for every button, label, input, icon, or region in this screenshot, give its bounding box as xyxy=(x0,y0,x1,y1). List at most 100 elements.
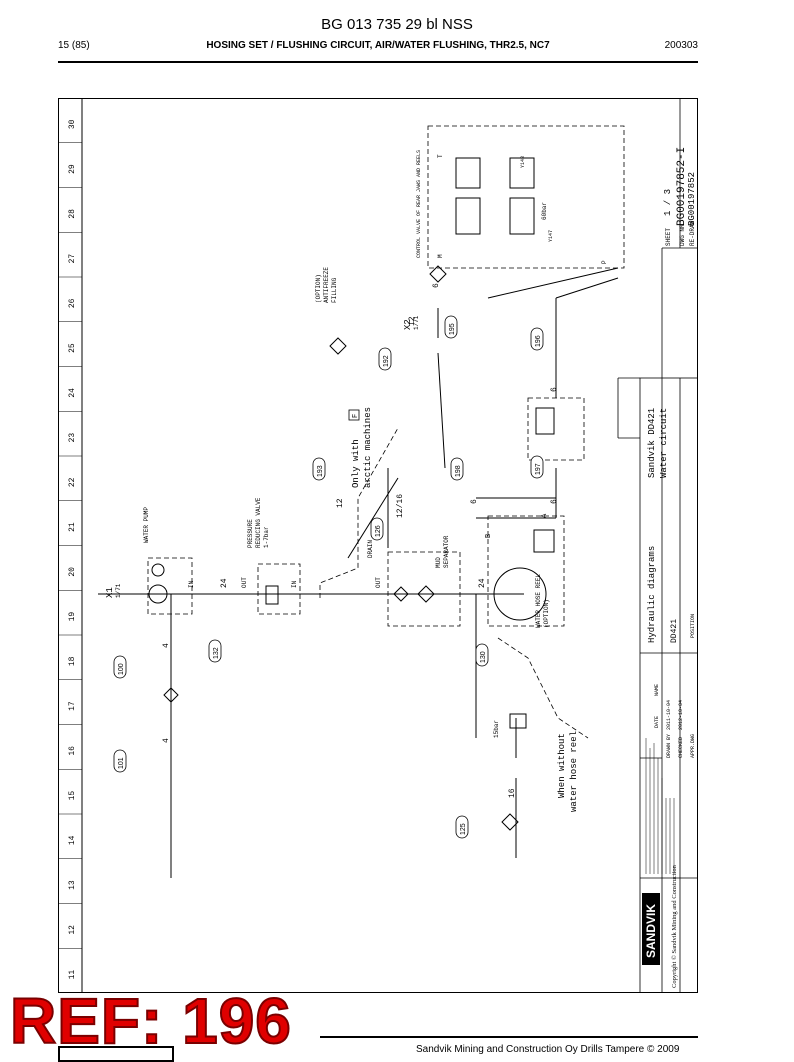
grid-column-label: 18 xyxy=(68,656,77,666)
tb-date-1: 2011-10-04 xyxy=(666,700,672,730)
tb-redraw-label: RE-DRAW xyxy=(689,220,696,246)
callout-label-130: 130 xyxy=(480,651,487,663)
prv-boundary xyxy=(257,563,301,615)
callout-label-197: 197 xyxy=(535,463,542,475)
tb-model: DD421 xyxy=(670,619,679,643)
callout-label-100: 100 xyxy=(118,663,125,675)
grid-column-label: 17 xyxy=(68,701,77,711)
mud-sep-boundary xyxy=(387,551,461,627)
callout-193 xyxy=(312,457,326,481)
label-15bar: 15bar xyxy=(493,720,500,738)
label-port-a: A xyxy=(541,513,549,518)
line-number-16: 16 xyxy=(508,788,517,798)
label-prv-1: PRESSURE xyxy=(247,519,254,548)
callout-label-196: 196 xyxy=(535,335,542,347)
label-in-1: IN xyxy=(188,580,195,588)
grid-column-label: 19 xyxy=(68,612,77,622)
callout-101 xyxy=(113,749,127,773)
line-number-6d: 6 xyxy=(432,283,441,288)
tb-sheet-label: SHEET xyxy=(665,228,672,246)
note-arctic-2: arctic machines xyxy=(363,407,373,488)
note-arctic-1: Only with xyxy=(351,439,361,488)
line-number-24b: 24 xyxy=(478,578,487,588)
callout-label-195: 195 xyxy=(449,323,456,335)
without-reel-boundary xyxy=(497,637,589,739)
grid-column-label: 26 xyxy=(68,298,77,308)
label-p-port: P xyxy=(601,260,608,264)
valve-block-1 xyxy=(455,157,481,189)
callout-label-132: 132 xyxy=(213,647,220,659)
label-y147: Y147 xyxy=(548,230,554,242)
line-number-12-16: 12/16 xyxy=(396,494,405,518)
antifreeze-1: (OPTION) xyxy=(315,274,322,303)
label-water-pump: WATER PUMP xyxy=(143,507,150,543)
line-number-4a: 4 xyxy=(162,643,171,648)
line-number-6b: 6 xyxy=(550,499,559,504)
prv-symbol xyxy=(265,585,279,605)
valve-block-2 xyxy=(509,157,535,189)
drawing-frame xyxy=(58,98,698,993)
grid-column-label: 30 xyxy=(68,119,77,129)
footer-logo xyxy=(58,1046,174,1062)
header-divider xyxy=(58,61,698,63)
label-x1-sub: 1/71 xyxy=(115,583,122,598)
tb-appr: APPR.DWG xyxy=(690,734,696,758)
relief-15bar xyxy=(509,713,527,729)
tb-sheet: 1 / 3 xyxy=(663,189,673,216)
title-block xyxy=(617,98,698,993)
label-x1: X1 xyxy=(105,587,115,598)
line-number-24a: 24 xyxy=(220,578,229,588)
callout-125 xyxy=(455,815,469,839)
dashed-boundaries xyxy=(147,125,625,739)
sandvik-logo: SANDVIK xyxy=(644,904,658,958)
label-prv-3: 1-7bar xyxy=(263,526,270,548)
antifreeze-2: ANTIFREEZE xyxy=(323,267,330,303)
callout-130 xyxy=(475,643,489,667)
label-60bar: 60bar xyxy=(541,202,548,220)
water-pump-symbol xyxy=(148,584,168,604)
label-y148: Y148 xyxy=(520,156,526,168)
line-number-12a: 12 xyxy=(336,498,345,508)
tb-position: POSITION xyxy=(690,614,696,638)
tb-notes xyxy=(645,738,675,874)
footer-text: Sandvik Mining and Construction Oy Drill… xyxy=(416,1044,680,1055)
label-x2-sub: 1/71 xyxy=(413,315,420,330)
grid-column-label: 11 xyxy=(68,970,77,980)
grid-column-label: 25 xyxy=(68,343,77,353)
copyright: Copyright © Sandvik Mining and Construct… xyxy=(671,864,678,988)
callout-197 xyxy=(530,455,544,479)
tb-date-2: 2012-10-04 xyxy=(678,700,684,730)
components xyxy=(148,157,555,831)
label-separator: SEPARATOR xyxy=(443,535,450,568)
sandvik-logo-box xyxy=(642,893,660,965)
page-number: 15 (85) xyxy=(58,40,90,51)
grid-column-label: 20 xyxy=(68,567,77,577)
y147-valve xyxy=(455,197,481,235)
tb-drawn: DRAWN BY xyxy=(666,734,672,758)
hose-reel-motor xyxy=(533,529,555,553)
callout-132 xyxy=(208,639,222,663)
section-subtitle: HOSING SET / FLUSHING CIRCUIT, AIR/WATER… xyxy=(206,40,550,51)
line-number-12c: 12 xyxy=(408,316,417,326)
label-in-2: IN xyxy=(291,580,298,588)
control-valve-boundary xyxy=(427,125,625,269)
note-f: F xyxy=(352,414,360,418)
label-control-valve: CONTROL VALVE OF REAR JAWS AND REELS xyxy=(416,150,422,258)
motor-symbol xyxy=(151,563,165,577)
hose-reel-boundary xyxy=(487,515,565,627)
callout-bubbles xyxy=(113,315,544,839)
callout-label-192: 192 xyxy=(383,355,390,367)
label-out-1: OUT xyxy=(241,577,248,588)
callout-126 xyxy=(370,517,384,541)
label-prv-2: REDUCING VALVE xyxy=(255,497,262,548)
callout-label-193: 193 xyxy=(317,465,324,477)
flow-lines xyxy=(98,267,619,878)
line-number-6c: 6 xyxy=(550,387,559,392)
callout-192 xyxy=(378,347,392,371)
callout-196 xyxy=(530,327,544,351)
line-193 xyxy=(347,477,399,559)
ball-valve xyxy=(163,687,179,703)
label-hose-reel: WATER HOSE REEL xyxy=(535,574,542,628)
grid-column-label: 21 xyxy=(68,522,77,532)
